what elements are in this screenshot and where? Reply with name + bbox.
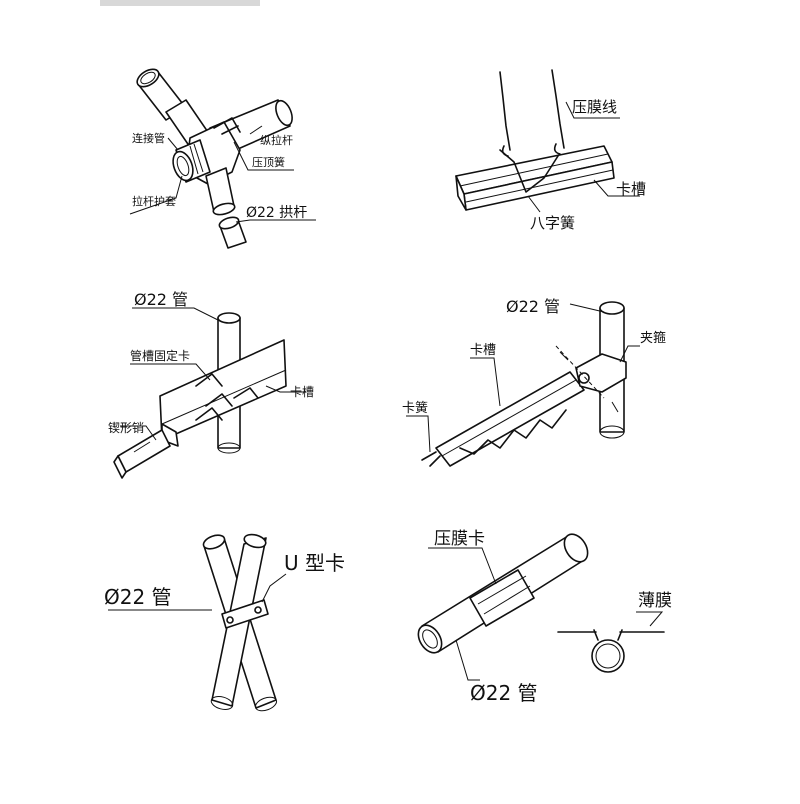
rod-sleeve bbox=[172, 139, 211, 183]
label-hoop: 夹箍 bbox=[640, 330, 666, 346]
label-film-clip: 压膜卡 bbox=[434, 529, 485, 549]
clip-spring-lower bbox=[195, 387, 259, 421]
label-film-line: 压膜线 bbox=[572, 98, 617, 116]
label-slot: 卡槽 bbox=[290, 385, 314, 399]
leader-arch-rod bbox=[235, 219, 316, 223]
down-arm-end bbox=[212, 202, 236, 216]
slot-channel bbox=[455, 145, 615, 211]
film-wire-right bbox=[551, 69, 565, 149]
panel-hoop: Ø22 管 夹箍 卡槽 卡簧 bbox=[402, 297, 666, 467]
label-pipe-u: Ø22 管 bbox=[104, 585, 172, 609]
clip-spring-upper bbox=[195, 373, 233, 407]
label-slot-hoop: 卡槽 bbox=[470, 343, 496, 358]
label-slot: 卡槽 bbox=[616, 180, 646, 198]
leader-rod-sleeve bbox=[129, 175, 183, 215]
label-spring-top: 压顶簧 bbox=[252, 155, 285, 169]
label-slot-clip: 管槽固定卡 bbox=[130, 348, 190, 363]
leader-hoop bbox=[619, 345, 640, 363]
leader-wedge-pin bbox=[120, 425, 157, 441]
bolt-axis bbox=[555, 345, 605, 399]
slot-channel-hoop bbox=[435, 371, 585, 467]
label-longitudinal-rod: 纵拉杆 bbox=[260, 133, 293, 147]
arm-end bbox=[275, 99, 293, 127]
label-film: 薄膜 bbox=[638, 591, 672, 611]
leader-slot-hoop bbox=[470, 357, 501, 407]
wedge-pin bbox=[113, 429, 171, 479]
film-clip-sleeve bbox=[469, 569, 535, 627]
leader-film bbox=[636, 611, 664, 627]
label-pipe-hoop: Ø22 管 bbox=[506, 297, 560, 316]
leader-pipe-film bbox=[455, 639, 480, 681]
leader-film-clip bbox=[428, 547, 497, 585]
leader-slot-clip bbox=[130, 363, 211, 381]
leader-pipe bbox=[132, 307, 223, 323]
leader-film-line bbox=[565, 101, 620, 119]
spring-tail bbox=[421, 451, 441, 467]
leader-slot bbox=[265, 385, 306, 393]
label-wedge-pin: 锲形销 bbox=[108, 421, 144, 435]
panel-slot-clip: Ø22 管 管槽固定卡 卡槽 锲形销 bbox=[108, 290, 314, 479]
panel-u-clip: Ø22 管 U 型卡 bbox=[104, 533, 345, 712]
panel-film-line: 压膜线 卡槽 八字簧 bbox=[455, 69, 646, 232]
label-u-clip: U 型卡 bbox=[284, 551, 345, 575]
leader-spring bbox=[406, 415, 431, 453]
label-rod-sleeve: 拉杆护套 bbox=[132, 194, 176, 208]
film-wire-left bbox=[499, 71, 511, 151]
leader-connector-pipe bbox=[167, 137, 179, 151]
label-arch-rod: Ø22 拱杆 bbox=[246, 205, 307, 221]
label-zigzag-spring: 八字簧 bbox=[530, 214, 575, 232]
wire-hook-left bbox=[501, 145, 509, 157]
panel-connector: 连接管 纵拉杆 压顶簧 拉杆护套 Ø22 拱杆 bbox=[129, 68, 316, 249]
film-omega bbox=[557, 629, 665, 673]
leader-slot bbox=[593, 179, 640, 197]
arch-rod-piece bbox=[218, 216, 247, 249]
leader-spring-top bbox=[233, 141, 294, 171]
leader-longitudinal-rod bbox=[249, 125, 263, 135]
zigzag-spring bbox=[499, 149, 559, 193]
u-clip bbox=[221, 599, 269, 629]
leader-pipe-hoop bbox=[569, 303, 605, 313]
label-spring: 卡簧 bbox=[402, 400, 428, 416]
label-pipe-film: Ø22 管 bbox=[470, 681, 538, 705]
wire-hook-right bbox=[553, 143, 561, 155]
label-connector-pipe: 连接管 bbox=[132, 131, 165, 145]
spring-top bbox=[213, 117, 241, 135]
top-edge-shadow bbox=[100, 0, 260, 6]
hoop-clamp bbox=[559, 351, 627, 413]
leader-u-clip bbox=[261, 573, 287, 603]
slot-spring-zigzag bbox=[459, 409, 567, 455]
label-pipe: Ø22 管 bbox=[134, 290, 188, 309]
panel-film-clip: 压膜卡 薄膜 Ø22 管 bbox=[417, 529, 672, 705]
leader-zigzag bbox=[527, 195, 541, 213]
